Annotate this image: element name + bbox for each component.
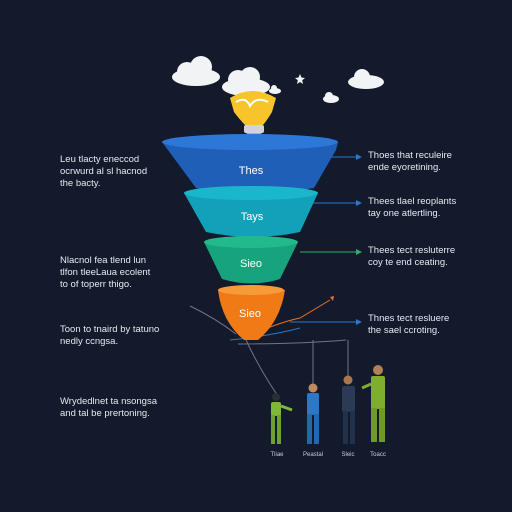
star-icon [295, 74, 305, 84]
note-line: tlfon tleeLaua ecolent [60, 267, 151, 278]
note-line: Wrydedlnet ta nsongsa [60, 396, 157, 407]
note-line: Thees tect resluterre [368, 245, 456, 256]
funnel-stage-label: Sieo [239, 308, 261, 320]
note-line: nedly ccngsa. [60, 336, 119, 347]
right-note-4: Thnes tect resluere the sael ccroting. [368, 313, 449, 337]
funnel-stage-2: Tays [184, 186, 318, 237]
note-line: to of toperr thigo. [60, 279, 132, 290]
note-line: ende eyoretining. [368, 162, 441, 173]
person-caption: Tliae [270, 452, 284, 458]
note-line: Leu tlacty eneccod [60, 154, 140, 165]
note-line: Thees tlael reoplants [368, 196, 457, 207]
right-note-2: Thees tlael reoplants tay one atlertling… [368, 196, 456, 220]
cloud-icon [269, 85, 281, 94]
note-line: coy te end ceating. [368, 257, 448, 268]
funnel-stage-label: Tays [241, 211, 264, 223]
person-icon [361, 365, 385, 442]
person-caption: Peastal [302, 452, 323, 458]
right-note-1: Thoes that reculeire ende eyoretining. [368, 150, 452, 174]
funnel-stage-1: Thes [162, 134, 338, 193]
note-line: Nlacnol fea tlend lun [60, 255, 147, 266]
note-line: the bacty. [60, 178, 101, 189]
note-line: tay one atlertling. [368, 208, 441, 219]
cloud-icon [323, 92, 339, 103]
arrow-icon [356, 249, 362, 255]
left-note-3: Toon to tnaird by tatuno nedly ccngsa. [60, 324, 159, 348]
note-line: Thoes that reculeire [368, 150, 452, 161]
person-caption: Sleic [341, 452, 355, 458]
left-note-1: Leu tlacty eneccod ocrwurd al sl hacnod … [60, 154, 147, 190]
person-caption: Toacc [370, 452, 386, 458]
note-line: the sael ccroting. [368, 325, 440, 336]
person-icon [307, 383, 319, 444]
right-note-3: Thees tect resluterre coy te end ceating… [368, 245, 455, 269]
left-note-4: Wrydedlnet ta nsongsa and tal be prerton… [60, 396, 157, 420]
cloud-icon [172, 56, 220, 86]
cloud-icon [348, 69, 384, 89]
note-line: Toon to tnaird by tatuno [60, 324, 160, 335]
note-line: Thnes tect resluere [368, 313, 450, 324]
lightbulb-icon [230, 91, 276, 138]
note-line: and tal be prertoning. [60, 408, 150, 419]
funnel-stage-label: Thes [239, 165, 264, 177]
note-line: ocrwurd al sl hacnod [60, 166, 148, 177]
funnel-stage-4: Sieo [218, 285, 285, 340]
person-icon [271, 393, 293, 444]
funnel-stage-3: Sieo [204, 236, 298, 284]
person-icon [342, 375, 355, 444]
left-note-2: Nlacnol fea tlend lun tlfon tleeLaua eco… [60, 255, 150, 291]
arrow-icon [330, 154, 362, 325]
funnel-stage-label: Sieo [240, 258, 262, 270]
